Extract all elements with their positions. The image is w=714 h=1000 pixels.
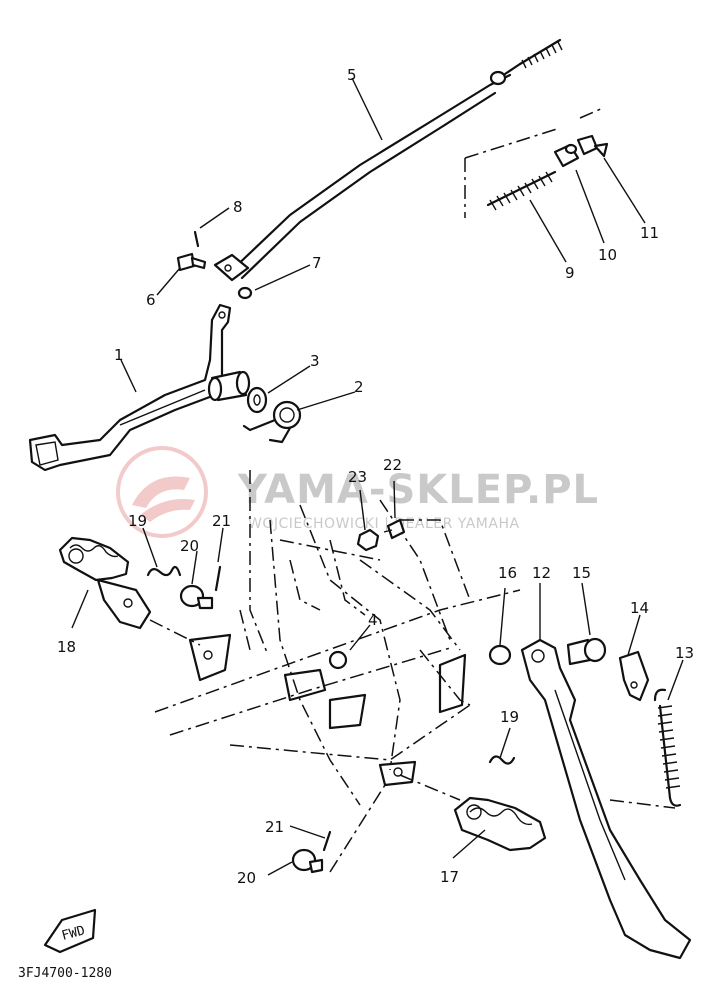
callout-20-left: 20 [180, 537, 199, 555]
callout-5: 5 [347, 66, 357, 84]
footrest-right [453, 796, 547, 852]
callout-10: 10 [598, 246, 617, 264]
leader-lines [71, 77, 684, 876]
callout-19-left: 19 [128, 512, 147, 530]
callout-15: 15 [572, 564, 591, 582]
footrest-spring-left [146, 565, 182, 577]
footrest-spring-right [488, 755, 516, 765]
footrest-left-line [149, 619, 201, 646]
callout-11: 11 [640, 224, 659, 242]
bracket-bolt [328, 650, 348, 670]
clevis-pin [176, 252, 207, 272]
callout-3: 3 [310, 352, 320, 370]
callout-labels: 1 2 3 4 5 6 7 8 9 10 11 12 13 14 15 16 1… [57, 66, 694, 887]
callout-8: 8 [233, 198, 243, 216]
brake-spring [486, 170, 557, 211]
callout-7: 7 [312, 254, 322, 272]
callout-21-left: 21 [212, 512, 231, 530]
footrest-right-line [399, 774, 461, 801]
callout-19-right: 19 [500, 708, 519, 726]
fwd-label: FWD [60, 923, 87, 944]
rod-washer [237, 286, 253, 300]
frame-outline [154, 470, 521, 806]
spring-line [609, 799, 676, 809]
watermark-subtitle: WOJCIECHOWICKI | DEALER YAMAHA [248, 516, 520, 532]
rod-thread [518, 38, 563, 69]
detail-box [464, 107, 604, 218]
sidestand-collar [488, 644, 512, 666]
footrest-pin-line [329, 784, 386, 873]
pedal-spring [242, 400, 302, 444]
footrest-left [58, 536, 152, 630]
callout-22: 22 [383, 456, 402, 474]
cotter-pin-right [322, 830, 332, 852]
callout-16: 16 [498, 564, 517, 582]
sidestand-plate [618, 650, 650, 702]
callout-13: 13 [675, 644, 694, 662]
callout-18: 18 [57, 638, 76, 656]
diagram-code: 3FJ4700-1280 [18, 966, 112, 981]
callout-2: 2 [354, 378, 364, 396]
brake-pedal [28, 303, 232, 472]
callout-6: 6 [146, 291, 156, 309]
brake-rod [213, 38, 563, 282]
callout-12: 12 [532, 564, 551, 582]
spring-clip [576, 134, 609, 158]
cotter-pin [193, 230, 200, 248]
callout-17: 17 [440, 868, 459, 886]
footrest-pin-left [179, 584, 214, 610]
pivot-shaft [207, 370, 251, 402]
callout-21-right: 21 [265, 818, 284, 836]
watermark-logo-icon [116, 446, 208, 538]
footrest-pin-right [291, 848, 324, 874]
sidestand-spring [653, 688, 682, 807]
callout-9: 9 [565, 264, 575, 282]
brake-joint [553, 143, 580, 168]
washer [246, 386, 268, 414]
sidestand-bolt [566, 637, 607, 666]
callout-23: 23 [348, 468, 367, 486]
nut [356, 528, 380, 552]
callout-20-right: 20 [237, 869, 256, 887]
sidestand [520, 638, 692, 960]
callout-1: 1 [114, 346, 124, 364]
callout-4: 4 [368, 611, 378, 629]
bolt [383, 518, 406, 540]
cotter-pin-left [214, 565, 222, 592]
watermark-title: YAMA-SKLEP.PL [237, 467, 599, 513]
fwd-arrow-icon [43, 908, 97, 954]
callout-14: 14 [630, 599, 649, 617]
